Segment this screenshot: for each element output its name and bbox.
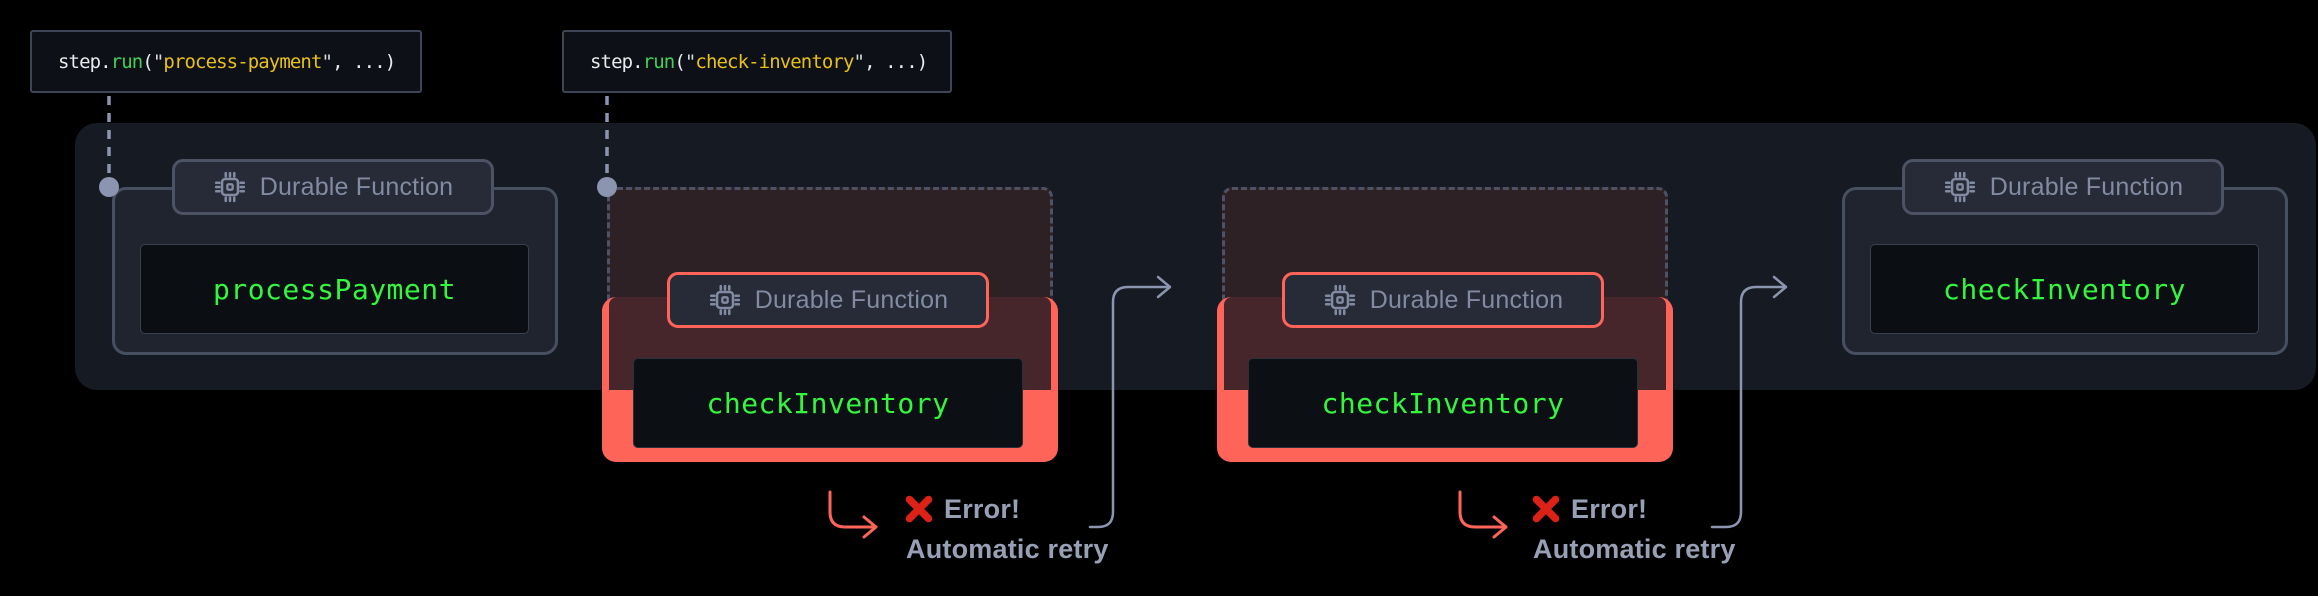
chip-icon [1324, 284, 1355, 316]
chip-icon [1944, 171, 1975, 203]
error-label: Error! [1571, 494, 1648, 524]
durable-function-badge-2: Durable Function [667, 272, 989, 328]
function-name-box-1: processPayment [140, 244, 529, 334]
badge-label: Durable Function [1989, 172, 2184, 201]
error-arrow-1 [828, 490, 878, 539]
error-x-icon [1532, 495, 1560, 523]
error-arrow-2 [1458, 490, 1508, 539]
code-token: step [58, 50, 101, 73]
code-label-process-payment: step.run("process-payment", ...) [30, 30, 422, 93]
function-name-box-4: checkInventory [1870, 244, 2259, 334]
function-name: checkInventory [706, 386, 950, 420]
error-x-icon [905, 495, 933, 523]
badge-label: Durable Function [754, 285, 949, 314]
automatic-retry-label: Automatic retry [1533, 534, 1736, 564]
code-label-check-inventory: step.run("check-inventory", ...) [562, 30, 952, 93]
function-name: processPayment [212, 272, 456, 306]
chip-icon [709, 284, 740, 316]
function-name: checkInventory [1942, 272, 2186, 306]
code-token-string: process-payment [163, 50, 322, 73]
durable-function-badge-3: Durable Function [1282, 272, 1604, 328]
automatic-retry-label: Automatic retry [906, 534, 1109, 564]
function-name-box-2: checkInventory [633, 358, 1023, 448]
error-label: Error! [944, 494, 1021, 524]
badge-label: Durable Function [259, 172, 454, 201]
badge-label: Durable Function [1369, 285, 1564, 314]
code-token: step [590, 50, 633, 73]
chip-icon [214, 171, 245, 203]
code-token-run: run [110, 50, 144, 73]
durable-function-badge-4: Durable Function [1902, 159, 2224, 215]
code-token-run: run [642, 50, 676, 73]
code-token-string: check-inventory [695, 50, 854, 73]
durable-function-badge-1: Durable Function [172, 159, 494, 215]
function-name: checkInventory [1321, 386, 1565, 420]
function-name-box-3: checkInventory [1248, 358, 1638, 448]
